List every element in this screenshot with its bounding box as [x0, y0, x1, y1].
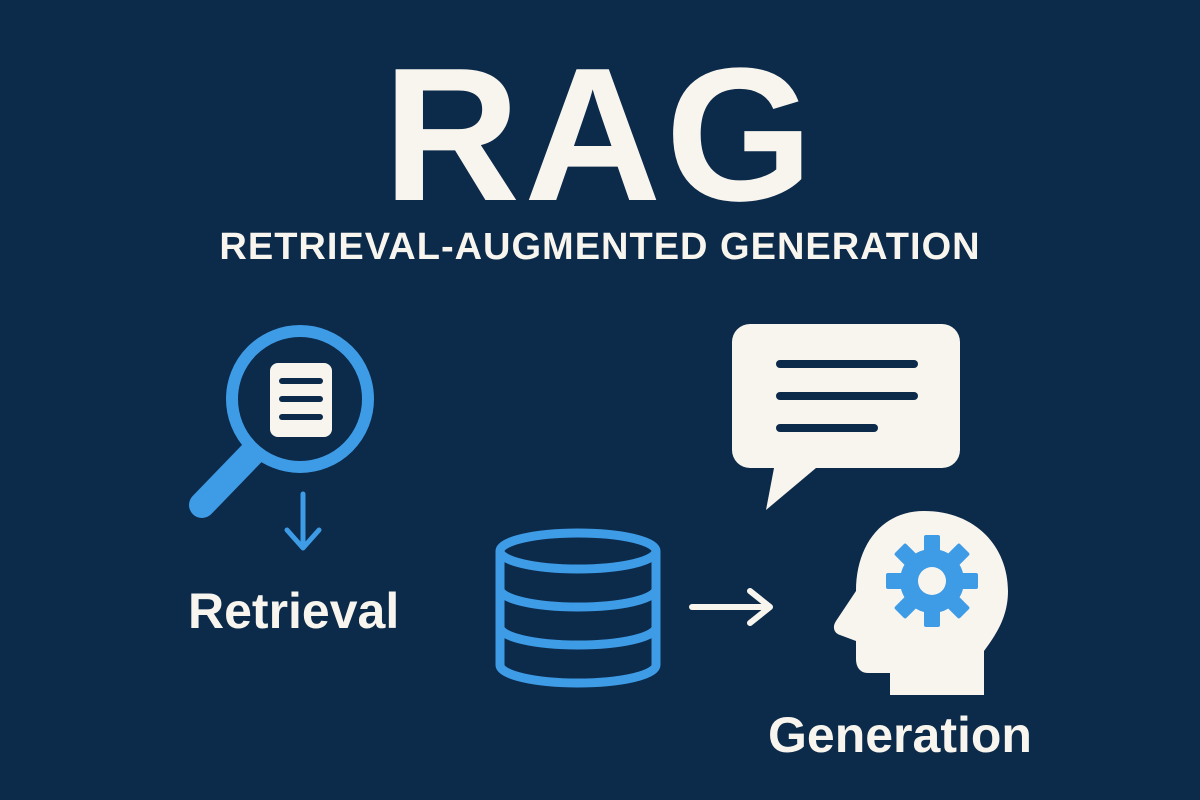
speech-bubble-icon [732, 324, 960, 510]
magnifier-document-icon [189, 325, 374, 518]
arrow-down-icon [284, 491, 322, 551]
retrieval-label: Retrieval [188, 583, 400, 639]
head-gear-icon [833, 511, 1008, 695]
page-subtitle: RETRIEVAL-AUGMENTED GENERATION [219, 226, 981, 268]
generation-label: Generation [768, 707, 1032, 763]
arrow-right-icon [689, 588, 773, 626]
page-title: RAG [382, 29, 818, 241]
gear-icon [886, 535, 978, 627]
database-icon [495, 528, 661, 688]
